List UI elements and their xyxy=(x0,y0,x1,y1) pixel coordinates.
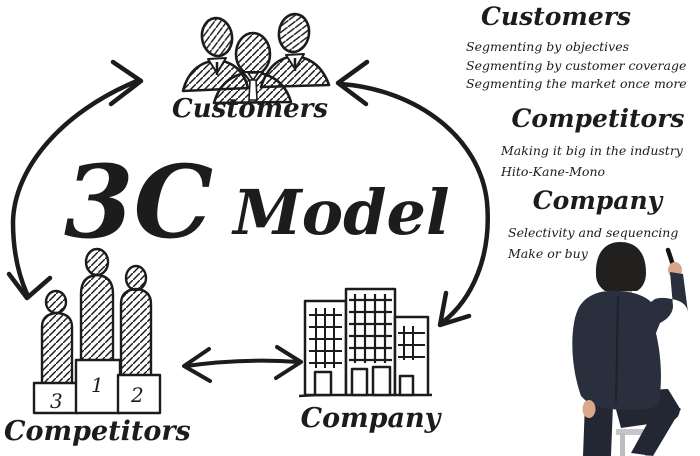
trouser-right-shin xyxy=(631,395,681,456)
notes-competitors: Competitors Making it big in the industr… xyxy=(493,104,700,182)
note-item: Making it big in the industry xyxy=(501,143,683,158)
title-model: Model xyxy=(233,176,450,250)
arc-arrow-right xyxy=(335,59,490,328)
businessman-photo xyxy=(572,242,688,456)
arrowhead-icon xyxy=(437,290,472,328)
notes-company-heading: Company xyxy=(532,186,663,215)
note-item: Segmenting by objectives xyxy=(466,39,630,54)
company-node-label: Company xyxy=(300,403,441,434)
customers-node-label: Customers xyxy=(172,94,328,124)
arrowhead-icon xyxy=(6,271,53,301)
note-item: Make or buy xyxy=(508,246,588,261)
arrowhead-icon xyxy=(182,347,212,383)
note-item: Segmenting by customer coverage xyxy=(466,57,687,73)
company-building-doodle xyxy=(298,287,433,398)
left-hand xyxy=(582,400,596,418)
title-3c: 3C xyxy=(64,143,214,261)
arrowhead-icon xyxy=(335,59,370,107)
notes-competitors-heading: Competitors xyxy=(511,104,685,133)
hair xyxy=(595,242,646,291)
jacket-back-seam xyxy=(615,295,619,403)
podium-doodle: 3 1 2 xyxy=(32,247,162,415)
podium-rank-3: 3 xyxy=(50,389,63,413)
note-item: Hito-Kane-Mono xyxy=(501,164,606,179)
podium-rank-1: 1 xyxy=(91,373,104,397)
arrowhead-icon xyxy=(108,59,144,107)
arc-arrow-left xyxy=(6,59,144,301)
customers-doodle xyxy=(181,12,331,105)
notes-customers-heading: Customers xyxy=(481,2,631,31)
podium-rank-2: 2 xyxy=(130,383,144,407)
arrowhead-icon xyxy=(274,345,303,380)
suit-jacket xyxy=(572,272,688,411)
notes-company: Company Selectivity and sequencing Make … xyxy=(500,186,695,264)
note-item: Segmenting the market once more xyxy=(466,76,687,91)
competitors-node-label: Competitors xyxy=(4,416,191,447)
notes-customers: Customers Segmenting by objectives Segme… xyxy=(458,2,687,94)
diagram-title: 3C Model xyxy=(64,143,450,261)
double-arrow xyxy=(182,345,303,383)
note-item: Selectivity and sequencing xyxy=(508,225,679,240)
